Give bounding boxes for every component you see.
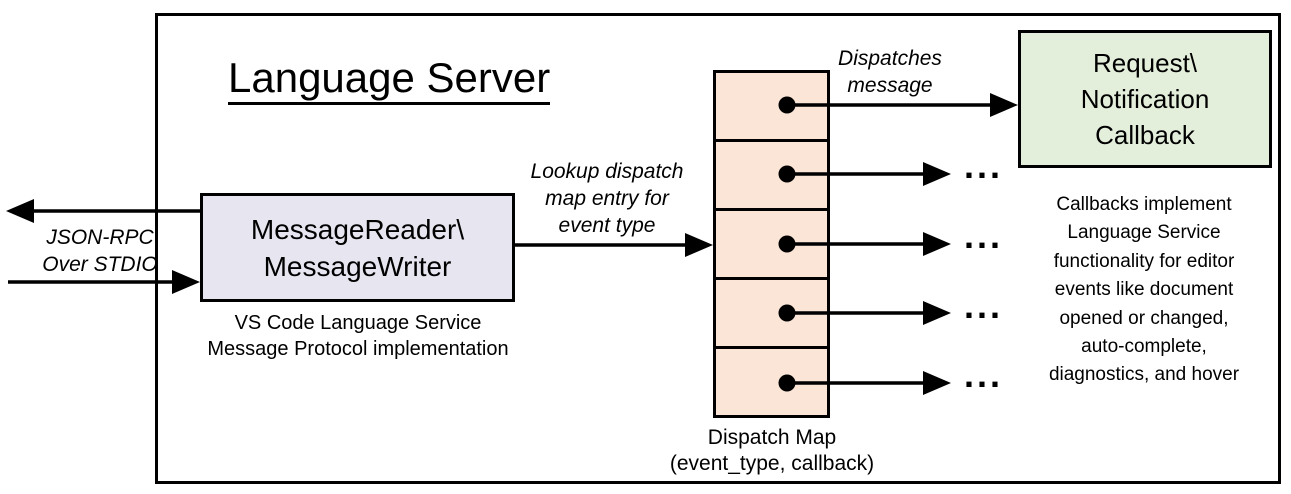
- dispatch-arrow-row3-icon: [778, 232, 951, 256]
- message-reader-writer-caption: VS Code Language Service Message Protoco…: [187, 310, 529, 362]
- message-reader-writer-line2: MessageWriter: [263, 250, 452, 282]
- callbacks-note-line4: events like document: [1054, 279, 1234, 301]
- lookup-dispatch-label: Lookup dispatch map entry for event type: [517, 158, 697, 239]
- stdio-input-arrow-icon: [8, 270, 200, 294]
- callbacks-note-line3: functionality for editor: [1053, 250, 1235, 272]
- dispatch-map-caption-line2: (event_type, callback): [669, 452, 875, 475]
- callbacks-note-line7: diagnostics, and hover: [1048, 364, 1240, 386]
- request-notification-callback-box: Request\ Notification Callback: [1018, 30, 1272, 168]
- dispatch-map-cell: [716, 346, 827, 415]
- callbacks-note-line1: Callbacks implement: [1056, 194, 1232, 215]
- dispatch-arrow-row1-icon: [778, 93, 1018, 117]
- callback-box-line1: Request\: [1092, 48, 1198, 78]
- message-reader-writer-line1: MessageReader\: [250, 213, 465, 245]
- stdio-output-arrow-icon: [6, 199, 200, 223]
- ellipsis: ...: [964, 354, 1004, 395]
- lookup-dispatch-label-line3: event type: [558, 214, 656, 237]
- callbacks-note-line2: Language Service: [1067, 222, 1221, 244]
- lookup-arrow-icon: [515, 233, 713, 257]
- callbacks-note: Callbacks implement Language Service fun…: [1012, 191, 1276, 390]
- stdio-transport-label-line2: Over STDIO: [42, 253, 158, 276]
- language-server-boundary: [155, 13, 1281, 484]
- ellipsis: ...: [964, 145, 1004, 186]
- reader-caption-line1: VS Code Language Service: [234, 312, 482, 334]
- dispatches-message-label-line2: message: [847, 74, 933, 97]
- dispatch-arrow-row4-icon: [778, 301, 951, 325]
- stdio-transport-label: JSON-RPC Over STDIO: [18, 224, 182, 278]
- callbacks-note-line6: auto-complete,: [1081, 336, 1207, 358]
- lookup-dispatch-label-line2: map entry for: [545, 187, 669, 210]
- diagram-title: Language Server: [228, 55, 551, 106]
- dispatches-message-label: Dispatches message: [810, 45, 970, 99]
- dispatches-message-label-line1: Dispatches: [838, 47, 942, 70]
- ellipsis: ...: [964, 285, 1004, 326]
- dispatch-map-caption: Dispatch Map (event_type, callback): [650, 425, 894, 477]
- lookup-dispatch-label-line1: Lookup dispatch: [530, 160, 684, 183]
- stdio-transport-label-line1: JSON-RPC: [46, 226, 154, 249]
- message-reader-writer-box: MessageReader\ MessageWriter: [200, 193, 515, 302]
- callback-box-line3: Callback: [1095, 120, 1195, 150]
- dispatch-arrow-row2-icon: [778, 162, 951, 186]
- callbacks-note-line5: opened or changed,: [1059, 307, 1229, 329]
- dispatch-arrow-row5-icon: [778, 371, 951, 395]
- ellipsis: ...: [964, 215, 1004, 256]
- reader-caption-line2: Message Protocol implementation: [207, 338, 509, 360]
- dispatch-map-caption-line1: Dispatch Map: [707, 426, 837, 449]
- callback-box-line2: Notification: [1080, 84, 1210, 114]
